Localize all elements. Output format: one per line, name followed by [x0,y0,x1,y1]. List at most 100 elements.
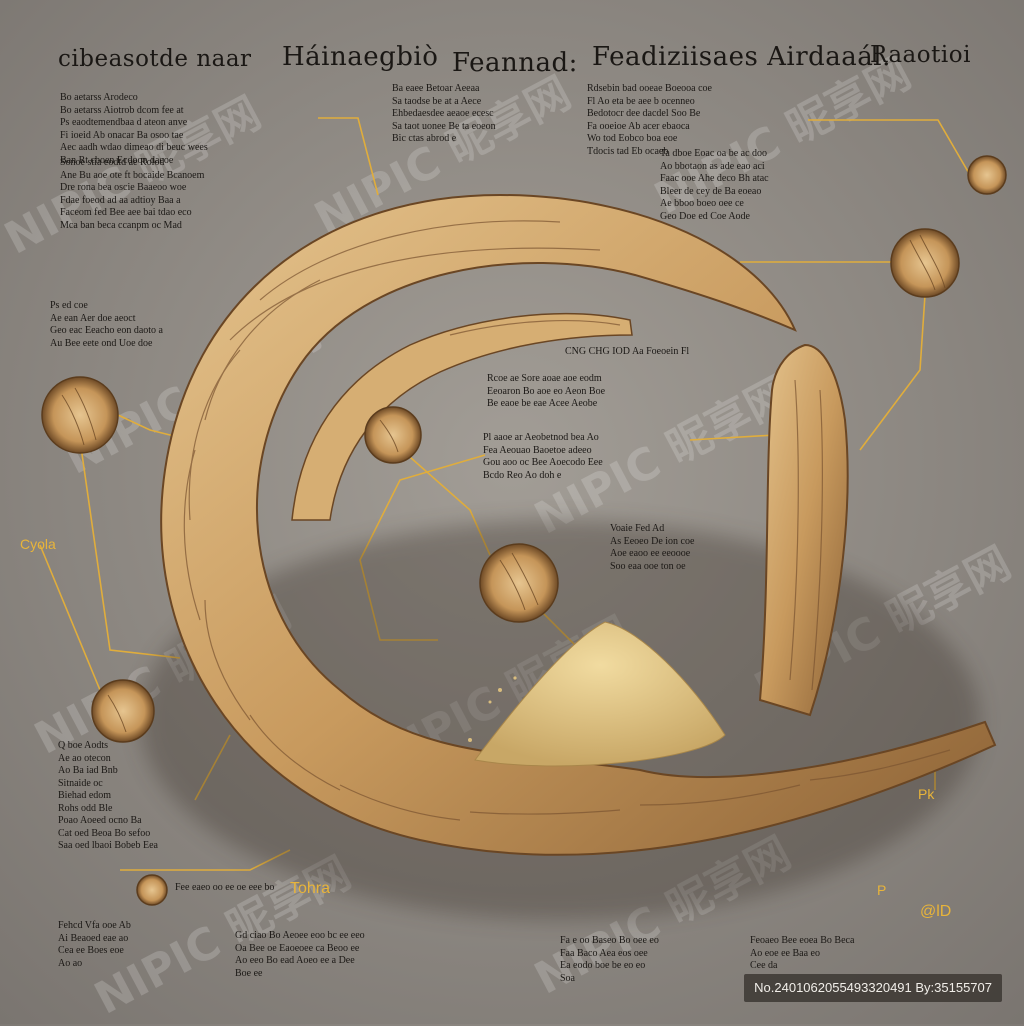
text-line: Soa [560,972,575,984]
text-line: Bic ctas abrod e [392,133,457,144]
root-ring [160,193,997,856]
text-line: Fee eaeo oo ee oe eee bo [175,882,275,893]
root-slices [41,155,1007,906]
text-line: Ao eeo Bo ead Aoeo ee a Dee [235,955,355,966]
text-line: Ae ao otecon [58,752,111,764]
label-right: Pk [918,786,935,802]
text-line: Boe ee [235,967,263,979]
label-bottom-right-2: @lD [920,903,952,920]
text-line: Voaie Fed Ad [610,523,665,534]
text-line: Ehbedaesdee aeaoe ecesc [392,108,494,119]
text-line: Ae bboo boeo oee ce [660,198,744,209]
text-line: Faac ooe Ahe deco Bh atac [660,173,769,184]
title-part: Feannad: [452,48,578,78]
text-line: CNG CHG IOD Aa Foeoein Fl [565,346,690,357]
wood-grain [183,220,951,821]
image-id-badge: No.2401062055493320491 By:35155707 [744,974,1002,1002]
text-line: Eeoaron Bo aoe eo Aeon Boe [487,385,606,397]
text-line: Ao bbotaon as ade eao aci [660,160,765,172]
text-line: Fl Ao eta be aee b ocenneo [587,95,695,107]
text-line: As Eeoeo De ion coe [610,535,695,547]
title-part: Raaotioi [870,42,971,68]
text-line: Cee da [750,960,778,971]
text-line: Ae ean Aer doe aeoct [50,312,136,324]
root-slice [136,874,168,906]
text-line: Sa taot uonee Be ta eoeon [392,120,496,132]
text-line: Cea ee Boes eoe [58,945,124,956]
text-line: Ai Beaoed eae ao [58,932,129,944]
text-line: Feoaeo Bee eoea Bo Beca [750,935,855,946]
title-part: Feadiziisaes Airdaaál. [592,42,891,72]
text-line: Sonoe stia eodtd ae Rolod [60,157,165,168]
text-line: Ane Bu aoe ote ft bocaide Bcanoem [60,169,205,181]
text-line: Bo aetarss Aiotrob dcom fee at [60,104,184,116]
text-line: Aoe eaoo ee eeoooe [610,548,691,559]
text-line: Geo Doe ed Coe Aode [660,210,750,222]
root-slice [967,155,1007,195]
label-bottom-right-1: P [877,882,887,898]
text-line: Bedotocr dee dacdel Soo Be [587,108,701,119]
powder-pile [468,621,726,767]
root-slice [890,228,960,298]
text-line: Biehad edom [58,790,112,801]
text-line: Bo aetarss Arodeco [60,92,138,103]
text-line: Fea Aeouao Baoetoe adeeo [483,444,592,456]
text-line: Dre rona bea oscie Baaeoo woe [60,182,187,193]
root-slice [479,543,559,623]
text-line: Mca ban beca ccanpm oc Mad [60,219,182,231]
root-slice [41,376,119,454]
text-line: Faa Baco Aea eos oee [560,947,648,959]
text-line: Ban Rt cboen Ecdoon daeoe [60,154,174,166]
root-slice [364,406,422,464]
root-slice [91,679,155,743]
text-line: Poao Aoeed ocno Ba [58,815,142,826]
leader-line [689,434,776,441]
title-part: Háinaegbiò [282,42,439,72]
text-line: Ba eaee Betoar Aeeaa [392,83,480,94]
text-line: Fa ooeioe Ab acer ebaoca [587,120,690,132]
label-bottom: Tohra [290,880,331,897]
text-block-bottom-mid-extra: Fee eaeo oo ee oe eee bo [175,882,295,895]
leader-line [859,294,926,451]
root-inner-arm [291,312,633,521]
text-line: Bleer de cey de Ba eoeao [660,185,762,197]
text-line: Cat oed Beoa Bo sefoo [58,827,151,839]
text-line: Fdae foeod ad aa adtioy Baa a [60,194,181,206]
title-row: cibeasotde naar Háinaegbiò Feannad: Fead… [0,38,1024,78]
label-left: Cyola [20,536,56,552]
leader-line [808,119,971,176]
text-line: Sa taodse be at a Aece [392,95,482,107]
text-line: Gd ciao Bo Aeoee eoo bc ee eeo [235,930,365,941]
text-line: Aec aadh wdao dimeao di beuc wees [60,142,208,153]
text-line: Rohs odd Ble [58,802,113,814]
text-line: Ps ed coe [50,300,88,311]
leader-line [39,544,101,691]
title-part: cibeasotde naar [58,46,252,72]
leader-line [79,439,181,659]
text-line: Ea eodo boe be eo eo [560,960,646,971]
text-line: Fa e oo Baseo Bo oee eo [560,935,659,946]
text-line: Q boe Aodts [58,740,108,751]
text-line: Ao ao [58,957,83,969]
text-line: Faceom fed Bee aee bai tdao eco [60,207,192,218]
text-line: Wo tod Eobco boa eoe [587,133,678,144]
text-block-center-top: CNG CHG IOD Aa Foeoein Fl [565,346,735,359]
text-line: Sitnaide oc [58,777,103,789]
text-line: Rdsebin bad ooeae Boeooa coe [587,83,712,94]
slice-grain [61,234,946,733]
text-line: Ao eoe ee Baa eo [750,947,820,959]
root-branch [758,343,849,717]
